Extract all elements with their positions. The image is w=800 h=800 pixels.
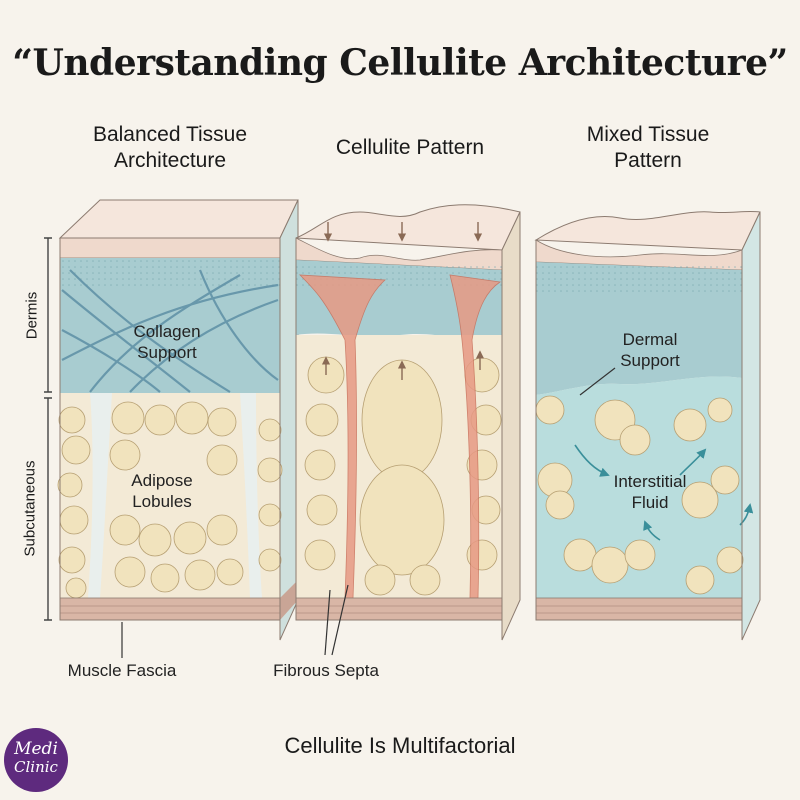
panel-1-block [57,199,299,641]
layer-brackets [44,237,52,621]
fluid-arrows [574,444,754,541]
logo-line2: Clinic [14,758,58,776]
fluid-label-2: Fluid [632,493,669,512]
dermal-label-1: Dermal [623,330,678,349]
fibrous-septa-label: Fibrous Septa [273,661,379,680]
pull-arrows [321,222,485,380]
footer-caption: Cellulite Is Multifactorial [284,733,516,758]
panel-2-title-line1: Cellulite Pattern [335,136,485,159]
collagen-label-2: Support [137,343,197,362]
panel-1-title-line2: Architecture [113,149,227,172]
leader-lines [121,367,616,658]
panel-3-title-line2: Pattern [614,149,682,172]
dermis-layer-label: Dermis [23,291,41,340]
fluid-label-1: Interstitial [614,472,687,491]
subcutaneous-layer-label: Subcutaneous [21,460,39,557]
logo-line1: Medi [14,739,58,759]
adipose-lobules-1 [57,401,283,599]
adipose-label-2: Lobules [132,492,192,511]
muscle-fascia-label: Muscle Fascia [68,661,177,680]
panel-3-title-line1: Mixed Tissue [586,123,710,146]
panel-3-title: Mixed Tissue Pattern [538,122,758,174]
panel-1-title: Balanced Tissue Architecture [60,122,280,174]
collagen-label-1: Collagen [133,322,200,341]
panel-2-title: Cellulite Pattern [300,135,520,161]
dermal-label-2: Support [620,351,680,370]
panel-1-title-line1: Balanced Tissue [92,123,248,146]
adipose-label-1: Adipose [131,471,192,490]
panel-2-block [295,204,521,641]
page-title: “Understanding Cellulite Architecture” [12,42,788,84]
clinic-logo: Medi Clinic [4,728,68,792]
adipose-lobules-3 [535,395,744,595]
collagen-fibers [61,269,279,393]
panel-3-block [534,210,761,641]
